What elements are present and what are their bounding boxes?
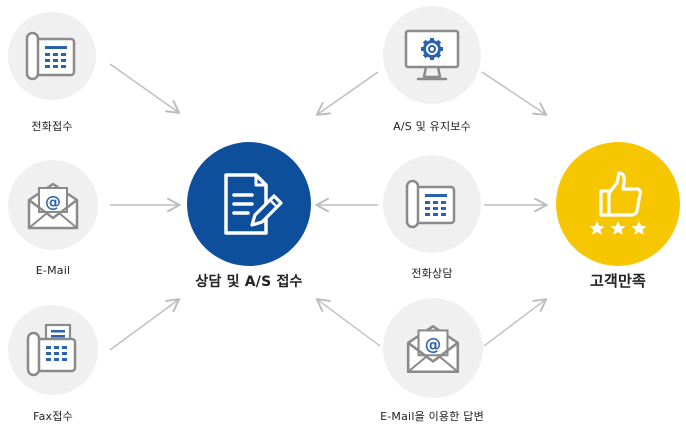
document-pen-icon — [212, 167, 286, 241]
envelope-icon: @ — [23, 178, 83, 232]
arrow-phone-to-center — [109, 63, 178, 112]
svg-text:@: @ — [45, 192, 61, 211]
label-as-maintenance: A/S 및 유지보수 — [393, 120, 471, 133]
label-phone-reception: 전화접수 — [31, 120, 73, 133]
phone-fax-icon — [21, 25, 83, 87]
node-phone-counsel — [383, 155, 481, 253]
svg-text:@: @ — [425, 335, 442, 354]
label-center-counsel: 상담 및 A/S 접수 — [195, 274, 303, 290]
node-phone-reception — [8, 12, 96, 100]
node-as-maintenance — [383, 6, 481, 104]
label-email-answer: E-Mail을 이용한 답변 — [380, 410, 484, 423]
node-email: @ — [8, 160, 98, 250]
node-center-counsel — [187, 142, 311, 266]
label-email: E-Mail — [35, 264, 71, 277]
arrow-as-to-result — [481, 71, 545, 114]
arrow-emailanswer-to-center — [318, 300, 381, 347]
arrow-emailanswer-to-result — [483, 300, 545, 347]
arrow-as-to-center — [318, 71, 379, 114]
arrow-fax-to-center — [109, 300, 178, 351]
node-email-answer: @ — [383, 298, 483, 398]
monitor-gear-icon — [400, 25, 464, 85]
phone-fax-icon — [401, 173, 463, 235]
node-fax-reception — [8, 305, 98, 395]
envelope-icon: @ — [402, 320, 464, 376]
label-customer-satisfaction: 고객만족 — [589, 272, 646, 290]
thumbs-up-stars-icon — [579, 165, 657, 243]
label-phone-counsel: 전화상담 — [411, 267, 453, 280]
fax-machine-icon — [22, 319, 84, 381]
label-fax-reception: Fax접수 — [33, 410, 73, 423]
node-customer-satisfaction — [556, 142, 680, 266]
